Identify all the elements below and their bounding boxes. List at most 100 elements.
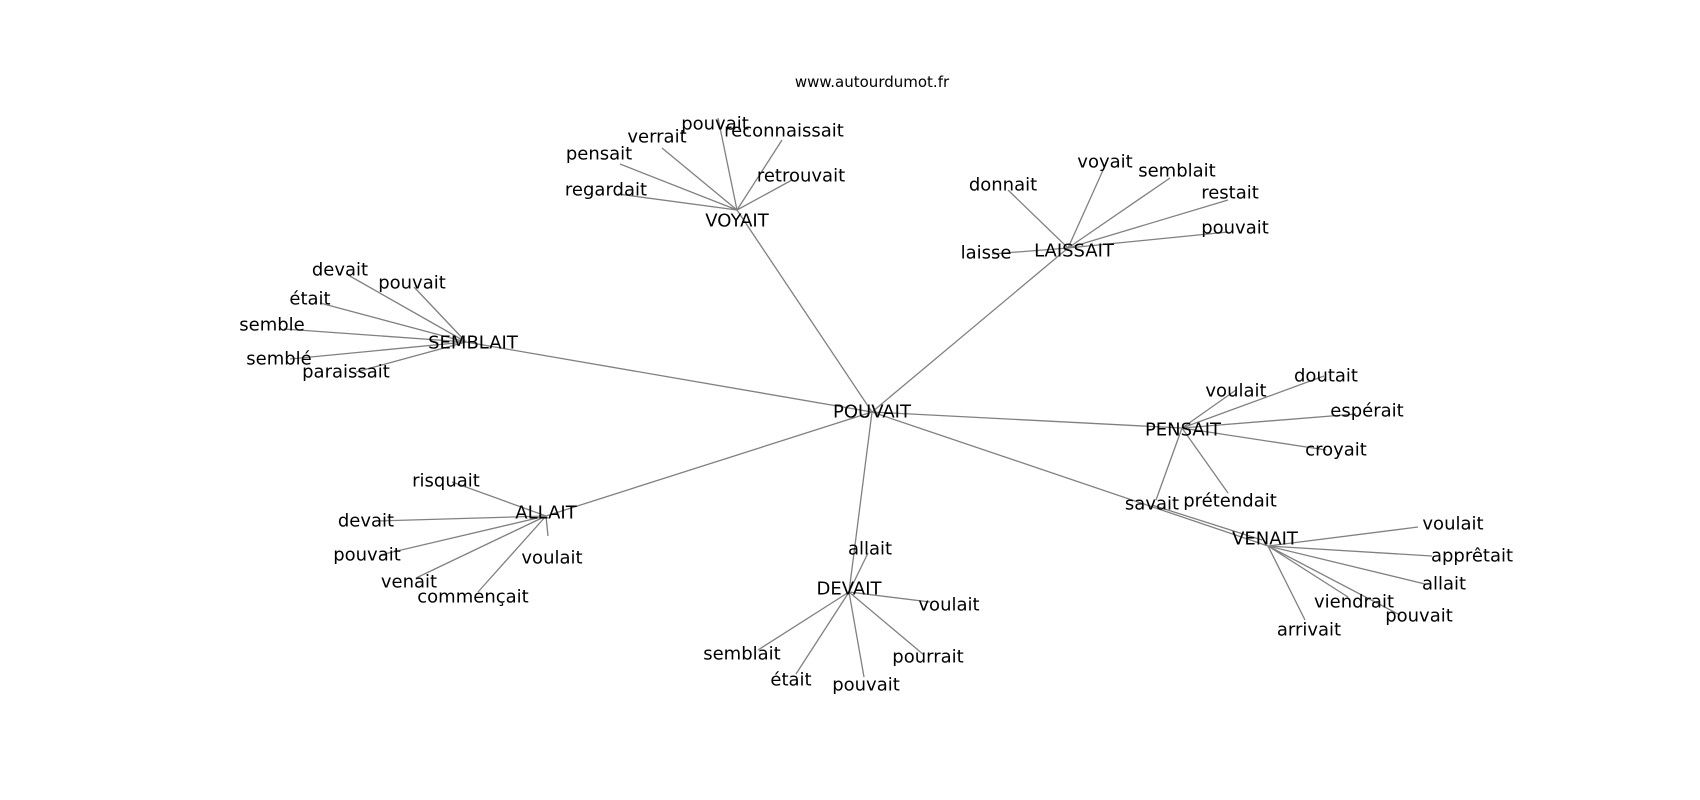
edge-center-allait bbox=[545, 411, 873, 517]
word-node-pensait-0[interactable]: voulait bbox=[1205, 381, 1266, 402]
word-node-semblait-3[interactable]: semble bbox=[239, 315, 305, 336]
word-node-pensait-2[interactable]: espérait bbox=[1330, 401, 1403, 422]
word-node-allait-5[interactable]: commençait bbox=[417, 587, 528, 608]
edge-semblait-0 bbox=[347, 274, 467, 343]
word-node-devait-3[interactable]: pourrait bbox=[892, 647, 963, 668]
edge-semblait-3 bbox=[283, 328, 467, 343]
hub-node-devait[interactable]: DEVAIT bbox=[816, 579, 882, 600]
edge-allait-2 bbox=[379, 515, 547, 556]
word-node-semblait-1[interactable]: pouvait bbox=[378, 273, 446, 294]
edge-laissait-3 bbox=[1067, 199, 1229, 249]
word-node-voyait-2[interactable]: verrait bbox=[627, 127, 686, 148]
edge-savait-venait bbox=[1151, 504, 1263, 541]
edge-laissait-0 bbox=[1067, 167, 1105, 249]
center-node[interactable]: POUVAIT bbox=[833, 402, 912, 423]
word-node-laissait-3[interactable]: restait bbox=[1201, 183, 1259, 204]
word-node-laissait-5[interactable]: laisse bbox=[961, 243, 1012, 264]
word-node-laissait-4[interactable]: pouvait bbox=[1201, 218, 1269, 239]
edge-devait-0 bbox=[848, 552, 869, 593]
edge-allait-5 bbox=[477, 515, 547, 593]
word-node-allait-3[interactable]: voulait bbox=[521, 548, 582, 569]
edge-pensait-5 bbox=[1155, 427, 1183, 501]
word-node-allait-2[interactable]: pouvait bbox=[333, 545, 401, 566]
edge-devait-2 bbox=[757, 591, 850, 651]
word-node-allait-1[interactable]: devait bbox=[338, 511, 394, 532]
word-node-venait-5[interactable]: arrivait bbox=[1277, 620, 1341, 641]
word-node-devait-5[interactable]: pouvait bbox=[832, 675, 900, 696]
word-node-pensait-3[interactable]: croyait bbox=[1305, 440, 1367, 461]
site-credit: www.autourdumot.fr bbox=[795, 73, 950, 91]
word-node-voyait-0[interactable]: pouvait bbox=[681, 114, 749, 135]
edge-voyait-2 bbox=[661, 147, 738, 211]
hub-node-pensait[interactable]: PENSAIT bbox=[1145, 420, 1222, 441]
labels-layer: www.autourdumot.fr POUVAIT VOYAIT pouvait… bbox=[239, 73, 1513, 696]
edge-pensait-4 bbox=[1181, 427, 1229, 494]
word-node-venait-2[interactable]: allait bbox=[1422, 574, 1466, 595]
word-node-venait-3[interactable]: viendrait bbox=[1314, 592, 1394, 613]
hub-node-semblait[interactable]: SEMBLAIT bbox=[428, 333, 519, 354]
edge-pensait-1 bbox=[1181, 375, 1325, 429]
edge-pensait-2 bbox=[1181, 413, 1357, 429]
word-node-venait-4[interactable]: pouvait bbox=[1385, 606, 1453, 627]
edge-voyait-0 bbox=[717, 117, 738, 211]
edge-voyait-5 bbox=[617, 193, 738, 211]
edge-laissait-4 bbox=[1067, 231, 1229, 249]
edge-laissait-5 bbox=[991, 247, 1069, 255]
word-node-semblait-2[interactable]: était bbox=[289, 289, 330, 310]
edge-voyait-1 bbox=[736, 139, 783, 211]
edge-center-voyait bbox=[736, 209, 873, 413]
word-node-venait-1[interactable]: apprêtait bbox=[1431, 546, 1513, 567]
hub-node-allait[interactable]: ALLAIT bbox=[515, 503, 577, 524]
edge-venait-1 bbox=[1267, 545, 1433, 557]
edge-semblait-5 bbox=[355, 341, 467, 373]
edge-pensait-3 bbox=[1181, 427, 1327, 451]
word-node-laissait-2[interactable]: donnait bbox=[969, 175, 1037, 196]
word-node-allait-4[interactable]: venait bbox=[381, 572, 437, 593]
edge-semblait-1 bbox=[413, 286, 467, 343]
edge-venait-0 bbox=[1267, 526, 1419, 547]
word-node-pensait-1[interactable]: doutait bbox=[1294, 366, 1358, 387]
edge-devait-1 bbox=[848, 591, 931, 603]
edge-allait-0 bbox=[451, 481, 547, 517]
edge-devait-4 bbox=[795, 591, 850, 675]
word-node-pensait-5[interactable]: savait bbox=[1125, 494, 1179, 515]
word-node-pensait-4[interactable]: prétendait bbox=[1183, 491, 1277, 512]
edge-venait-2 bbox=[1267, 545, 1426, 585]
hub-node-laissait[interactable]: LAISSAIT bbox=[1034, 241, 1115, 262]
word-node-voyait-4[interactable]: retrouvait bbox=[757, 166, 845, 187]
edge-voyait-4 bbox=[736, 179, 793, 211]
word-node-venait-0[interactable]: voulait bbox=[1422, 514, 1483, 535]
word-node-devait-1[interactable]: voulait bbox=[918, 595, 979, 616]
word-node-voyait-5[interactable]: regardait bbox=[565, 180, 647, 201]
edge-semblait-2 bbox=[319, 302, 467, 343]
edge-center-devait bbox=[848, 411, 873, 593]
edge-venait-5 bbox=[1267, 545, 1306, 621]
edge-center-venait bbox=[871, 411, 1269, 547]
edge-center-laissait bbox=[871, 247, 1069, 413]
word-node-devait-2[interactable]: semblait bbox=[703, 644, 781, 665]
edge-center-pensait bbox=[871, 411, 1183, 429]
edge-semblait-4 bbox=[289, 341, 467, 360]
edge-voyait-3 bbox=[619, 163, 738, 211]
word-node-laissait-1[interactable]: semblait bbox=[1138, 161, 1216, 182]
edge-laissait-1 bbox=[1067, 177, 1171, 249]
word-node-semblait-0[interactable]: devait bbox=[312, 260, 368, 281]
edges-layer bbox=[283, 117, 1433, 678]
hub-node-venait[interactable]: VENAIT bbox=[1232, 529, 1299, 550]
edge-allait-3 bbox=[545, 515, 549, 537]
word-node-voyait-3[interactable]: pensait bbox=[566, 144, 632, 165]
hub-node-voyait[interactable]: VOYAIT bbox=[705, 211, 769, 232]
word-node-voyait-1[interactable]: reconnaissait bbox=[724, 121, 844, 142]
edge-center-semblait bbox=[465, 341, 873, 413]
word-node-devait-4[interactable]: était bbox=[770, 670, 811, 691]
word-node-semblait-5[interactable]: paraissait bbox=[302, 362, 390, 383]
edge-devait-5 bbox=[848, 591, 865, 678]
edge-laissait-2 bbox=[1007, 189, 1069, 249]
word-node-laissait-0[interactable]: voyait bbox=[1077, 152, 1132, 173]
word-node-semblait-4[interactable]: semblé bbox=[246, 349, 312, 370]
edge-devait-3 bbox=[848, 591, 925, 656]
edge-venait-3 bbox=[1267, 545, 1349, 598]
word-node-devait-0[interactable]: allait bbox=[848, 539, 892, 560]
word-node-allait-0[interactable]: risquait bbox=[412, 471, 480, 492]
